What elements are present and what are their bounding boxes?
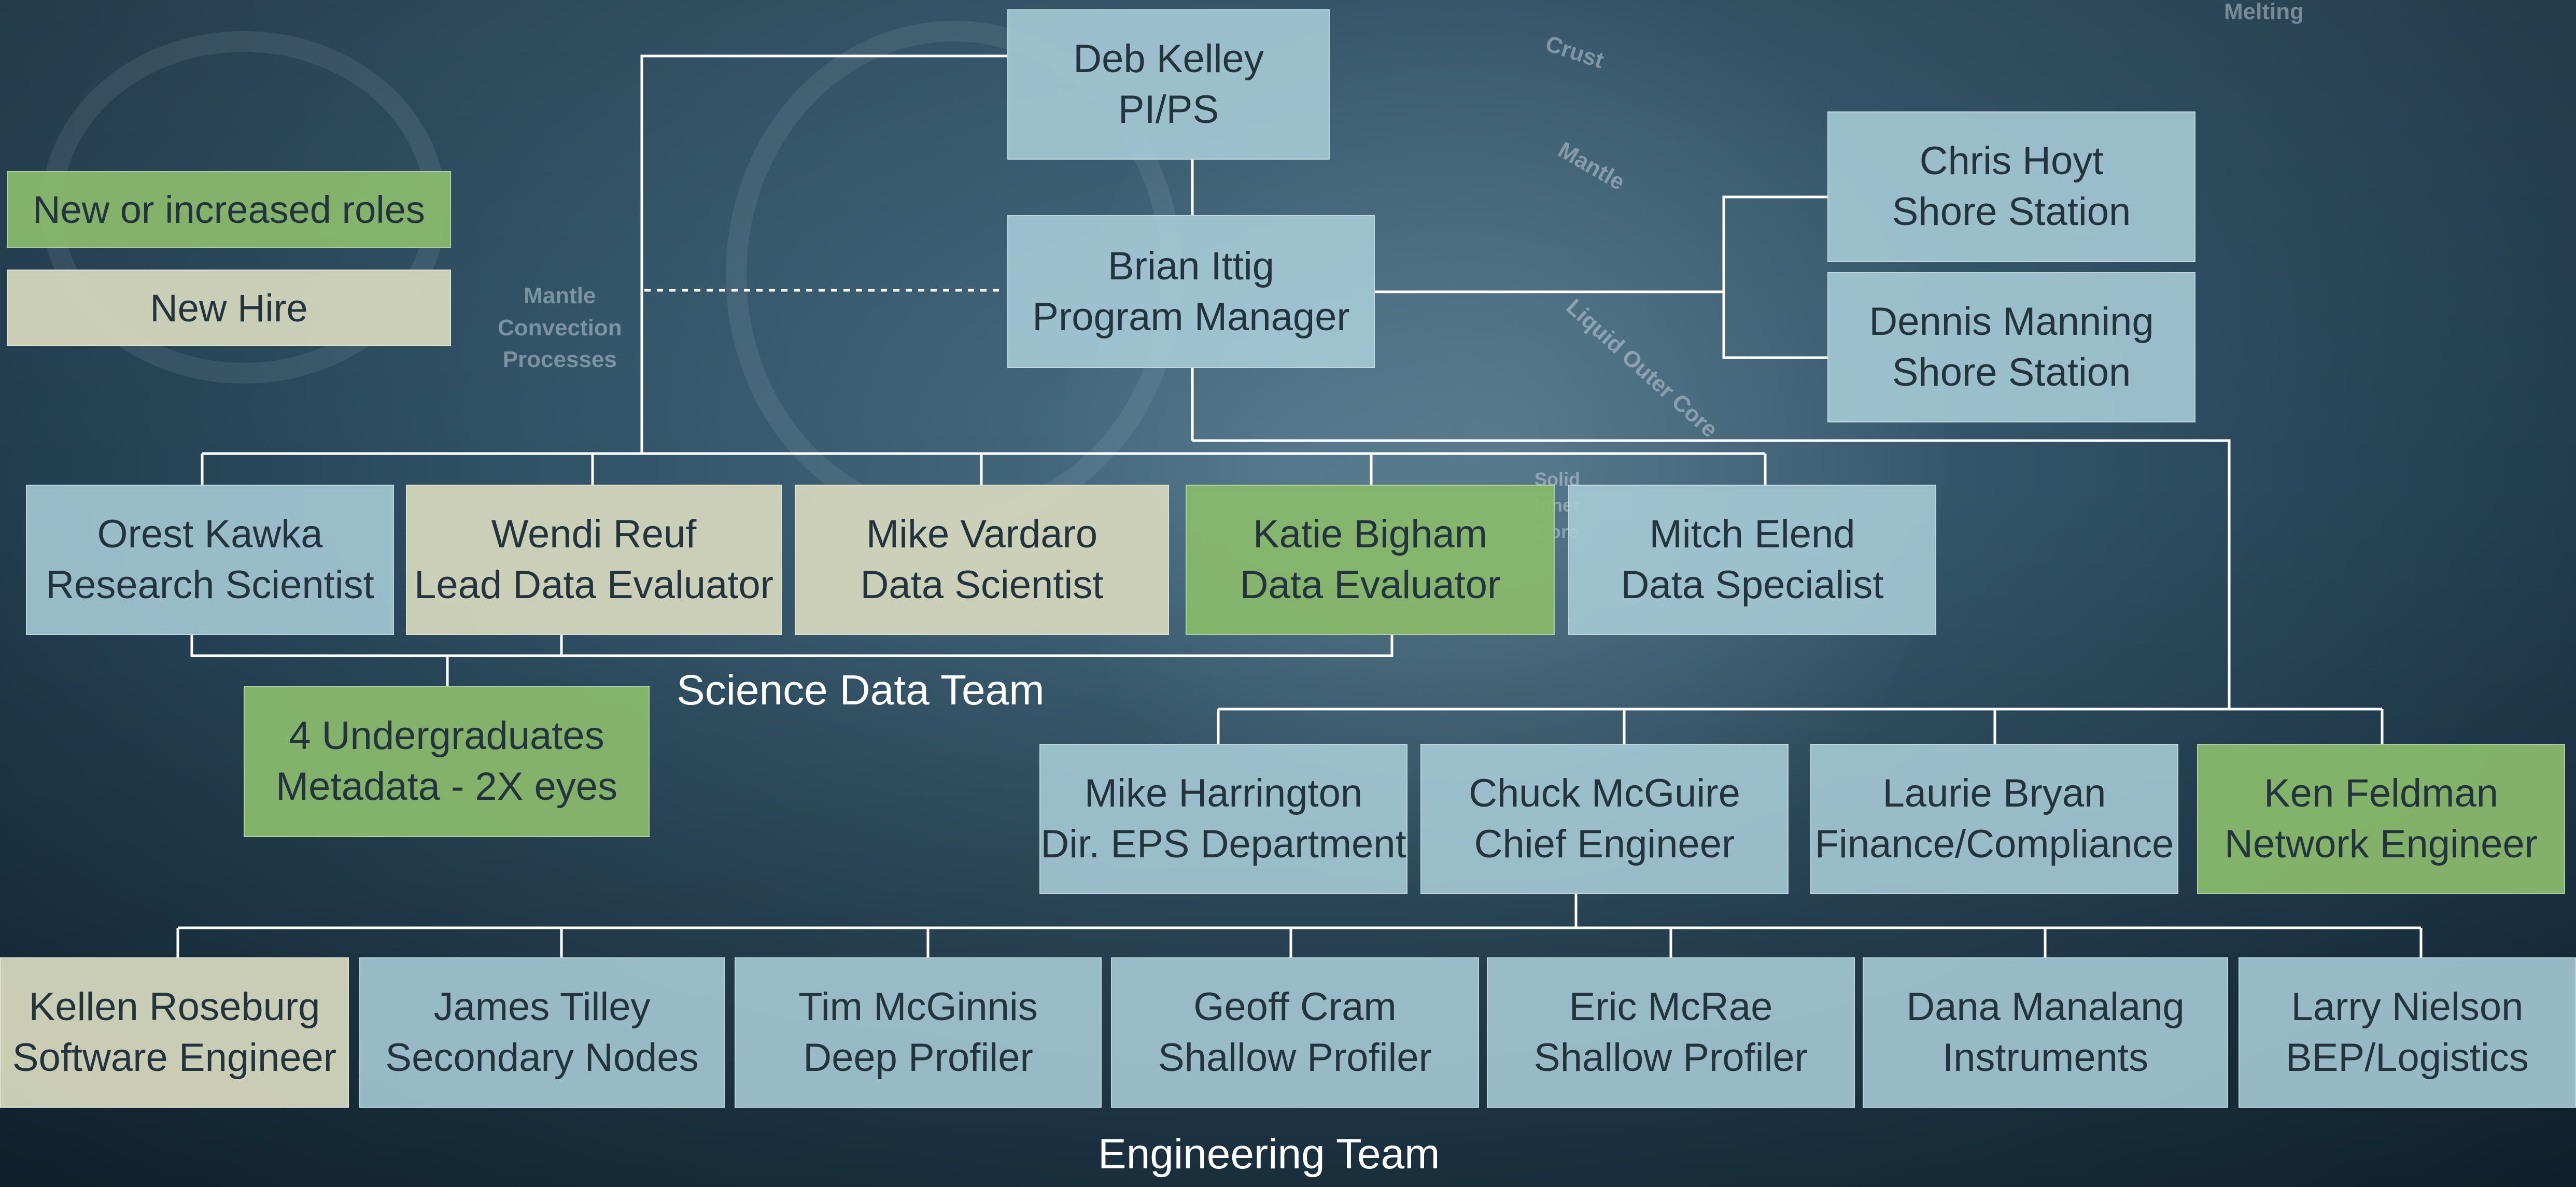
node-name: Laurie Bryan <box>1882 771 2106 815</box>
org-node-ken-feldman: Ken Feldman Network Engineer <box>2197 744 2565 894</box>
node-role: Data Specialist <box>1621 563 1884 607</box>
node-role: Deep Profiler <box>803 1036 1033 1080</box>
node-role: Dir. EPS Department <box>1040 822 1406 866</box>
org-node-larry-nielson: Larry Nielson BEP/Logistics <box>2239 957 2576 1108</box>
org-node-laurie-bryan: Laurie Bryan Finance/Compliance <box>1810 744 2178 894</box>
node-role: Program Manager <box>1032 294 1350 339</box>
org-node-tim-mcginnis: Tim McGinnis Deep Profiler <box>735 957 1102 1108</box>
node-name: Mike Harrington <box>1084 771 1363 815</box>
node-role: Shallow Profiler <box>1534 1036 1808 1080</box>
science-data-team-label: Science Data Team <box>677 667 1045 714</box>
engineering-team-label: Engineering Team <box>1098 1131 1440 1178</box>
node-role: Data Evaluator <box>1240 563 1501 607</box>
node-role: Shallow Profiler <box>1158 1036 1432 1080</box>
node-role: Shore Station <box>1892 350 2131 394</box>
node-name: Geoff Cram <box>1193 985 1397 1029</box>
org-node-chuck-mcguire: Chuck McGuire Chief Engineer <box>1420 744 1789 894</box>
node-role: Network Engineer <box>2224 822 2538 866</box>
node-name: Kellen Roseburg <box>29 985 320 1029</box>
org-node-chris-hoyt: Chris Hoyt Shore Station <box>1827 111 2195 262</box>
node-role: Shore Station <box>1892 190 2131 234</box>
org-node-dana-manalang: Dana Manalang Instruments <box>1863 957 2228 1108</box>
node-name: Brian Ittig <box>1107 244 1275 288</box>
org-node-orest-kawka: Orest Kawka Research Scientist <box>26 485 394 635</box>
node-role: Research Scientist <box>46 563 374 607</box>
node-name: Chuck McGuire <box>1469 771 1740 815</box>
org-node-mike-harrington: Mike Harrington Dir. EPS Department <box>1039 744 1407 894</box>
org-node-deb-kelley: Deb Kelley PI/PS <box>1007 9 1330 160</box>
node-role: Lead Data Evaluator <box>414 563 773 607</box>
bg-label-mantle-convection: Mantle Convection Processes <box>498 283 622 373</box>
node-role: PI/PS <box>1118 88 1219 132</box>
node-name: Eric McRae <box>1569 985 1773 1029</box>
node-name: 4 Undergraduates <box>289 714 604 758</box>
org-node-katie-bigham: Katie Bigham Data Evaluator <box>1186 485 1555 635</box>
node-name: Orest Kawka <box>97 512 323 556</box>
node-name: Dana Manalang <box>1906 985 2185 1029</box>
node-name: Tim McGinnis <box>798 985 1038 1029</box>
node-name: James Tilley <box>433 985 651 1029</box>
node-name: Katie Bigham <box>1252 512 1488 556</box>
node-role: Chief Engineer <box>1474 822 1735 866</box>
node-role: Secondary Nodes <box>385 1036 699 1080</box>
node-name: Mitch Elend <box>1649 512 1855 556</box>
node-name: Larry Nielson <box>2291 985 2524 1029</box>
org-node-brian-ittig: Brian Ittig Program Manager <box>1007 215 1375 368</box>
node-role: Metadata - 2X eyes <box>275 765 618 809</box>
node-role: Instruments <box>1942 1036 2149 1080</box>
node-role: Software Engineer <box>12 1036 337 1080</box>
org-node-dennis-manning: Dennis Manning Shore Station <box>1827 272 2195 422</box>
node-name: Mike Vardaro <box>866 512 1098 556</box>
org-node-eric-mcrae: Eric McRae Shallow Profiler <box>1487 957 1855 1108</box>
node-name: Chris Hoyt <box>1919 139 2104 183</box>
node-role: Finance/Compliance <box>1814 822 2174 866</box>
org-node-undergraduates: 4 Undergraduates Metadata - 2X eyes <box>244 686 650 837</box>
node-name: Ken Feldman <box>2263 771 2499 815</box>
legend-new-roles: New or increased roles <box>7 171 451 248</box>
org-node-mike-vardaro: Mike Vardaro Data Scientist <box>795 485 1169 635</box>
node-name: Wendi Reuf <box>491 512 697 556</box>
node-role: Data Scientist <box>860 563 1104 607</box>
org-node-kellen-roseburg: Kellen Roseburg Software Engineer <box>0 957 349 1108</box>
node-name: Deb Kelley <box>1073 37 1264 81</box>
org-node-james-tilley: James Tilley Secondary Nodes <box>359 957 725 1108</box>
org-node-mitch-elend: Mitch Elend Data Specialist <box>1568 485 1936 635</box>
node-name: Dennis Manning <box>1869 300 2154 344</box>
legend-new-hire: New Hire <box>7 270 451 346</box>
org-node-wendi-reuf: Wendi Reuf Lead Data Evaluator <box>406 485 782 635</box>
node-role: BEP/Logistics <box>2286 1036 2529 1080</box>
bg-label-melting: Melting <box>2224 0 2304 24</box>
org-node-geoff-cram: Geoff Cram Shallow Profiler <box>1111 957 1479 1108</box>
